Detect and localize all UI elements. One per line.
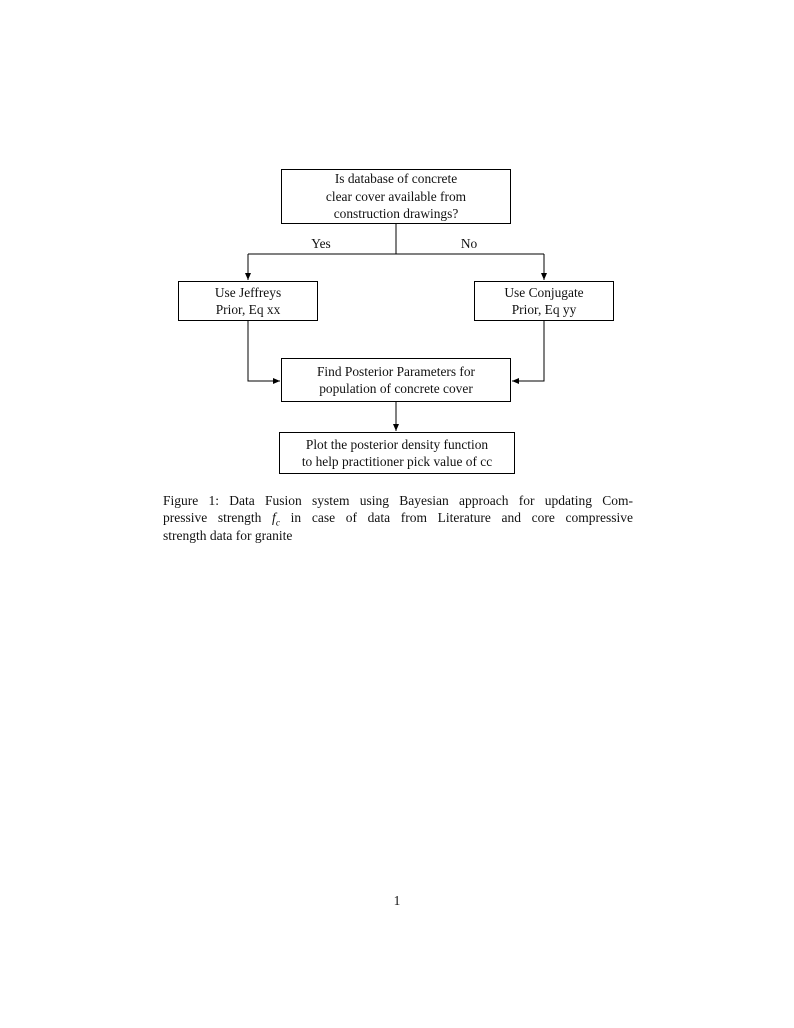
node-question-database: Is database of concrete clear cover avai… bbox=[281, 169, 511, 224]
node-text-line: Prior, Eq yy bbox=[511, 302, 577, 317]
caption-text: in case of data from Literature and core… bbox=[280, 510, 634, 526]
caption-text: Figure 1: Data Fusion system using Bayes… bbox=[163, 493, 633, 508]
caption-line-1: Figure 1: Data Fusion system using Bayes… bbox=[163, 492, 633, 509]
node-text-line: Prior, Eq xx bbox=[215, 302, 281, 317]
edge-label-no: No bbox=[460, 236, 478, 251]
edge-jeffreys-to-posterior bbox=[247, 320, 280, 384]
node-text-line: clear cover available from bbox=[325, 188, 467, 204]
math-symbol-fc: f bbox=[272, 510, 276, 526]
caption-line-3: strength data for granite bbox=[163, 527, 633, 544]
node-jeffreys-prior: Use Jeffreys Prior, Eq xx bbox=[178, 281, 318, 321]
node-text-line: Plot the posterior density function bbox=[305, 436, 489, 452]
node-text-line: construction drawings? bbox=[333, 206, 459, 222]
node-text-line: to help practitioner pick value of cc bbox=[301, 454, 493, 469]
node-text-line: population of concrete cover bbox=[319, 381, 473, 396]
edge-conjugate-to-posterior bbox=[512, 320, 545, 384]
node-text-line: Is database of concrete bbox=[334, 171, 458, 187]
node-posterior-parameters: Find Posterior Parameters for population… bbox=[281, 358, 511, 402]
node-plot-density: Plot the posterior density function to h… bbox=[279, 432, 515, 474]
node-text-line: Use Conjugate bbox=[504, 284, 584, 300]
figure-caption: Figure 1: Data Fusion system using Bayes… bbox=[163, 492, 633, 544]
caption-text: strength data for granite bbox=[163, 527, 293, 543]
node-conjugate-prior: Use Conjugate Prior, Eq yy bbox=[474, 281, 614, 321]
node-text-line: Use Jeffreys bbox=[214, 284, 282, 300]
caption-line-2: pressive strength fc in case of data fro… bbox=[163, 509, 634, 530]
edge-label-yes: Yes bbox=[311, 236, 331, 251]
math-subscript-c: c bbox=[275, 519, 281, 530]
page-number: 1 bbox=[393, 893, 401, 908]
node-text-line: Find Posterior Parameters for bbox=[316, 363, 476, 379]
caption-text: pressive strength bbox=[163, 510, 273, 526]
